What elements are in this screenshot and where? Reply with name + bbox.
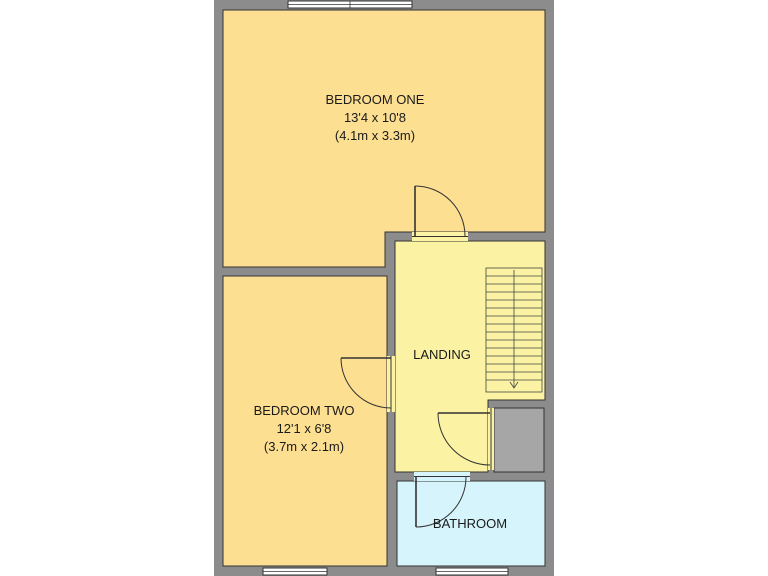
bedroom-two-name: BEDROOM TWO <box>254 403 355 418</box>
door-cupboard <box>437 408 494 470</box>
door-bathroom <box>414 472 470 528</box>
bedroom-one-room <box>222 9 546 268</box>
bedroom-two-room <box>222 275 388 567</box>
landing-name: LANDING <box>413 347 471 362</box>
bedroom-two-metric: (3.7m x 2.1m) <box>264 439 344 454</box>
bedroom-one-metric: (4.1m x 3.3m) <box>335 128 415 143</box>
door-bedroom-one <box>412 185 468 241</box>
cupboard <box>493 407 545 473</box>
door-bedroom-two <box>340 356 395 412</box>
bedroom-one-imperial: 13'4 x 10'8 <box>344 110 406 125</box>
window-bottom-right <box>435 567 509 576</box>
bathroom-name: BATHROOM <box>433 516 507 531</box>
staircase <box>485 267 543 393</box>
window-bottom-left <box>262 567 328 576</box>
bedroom-one-name: BEDROOM ONE <box>326 92 425 107</box>
bathroom-room <box>396 480 546 567</box>
bedroom-two-imperial: 12'1 x 6'8 <box>277 421 332 436</box>
window-top <box>287 0 413 9</box>
